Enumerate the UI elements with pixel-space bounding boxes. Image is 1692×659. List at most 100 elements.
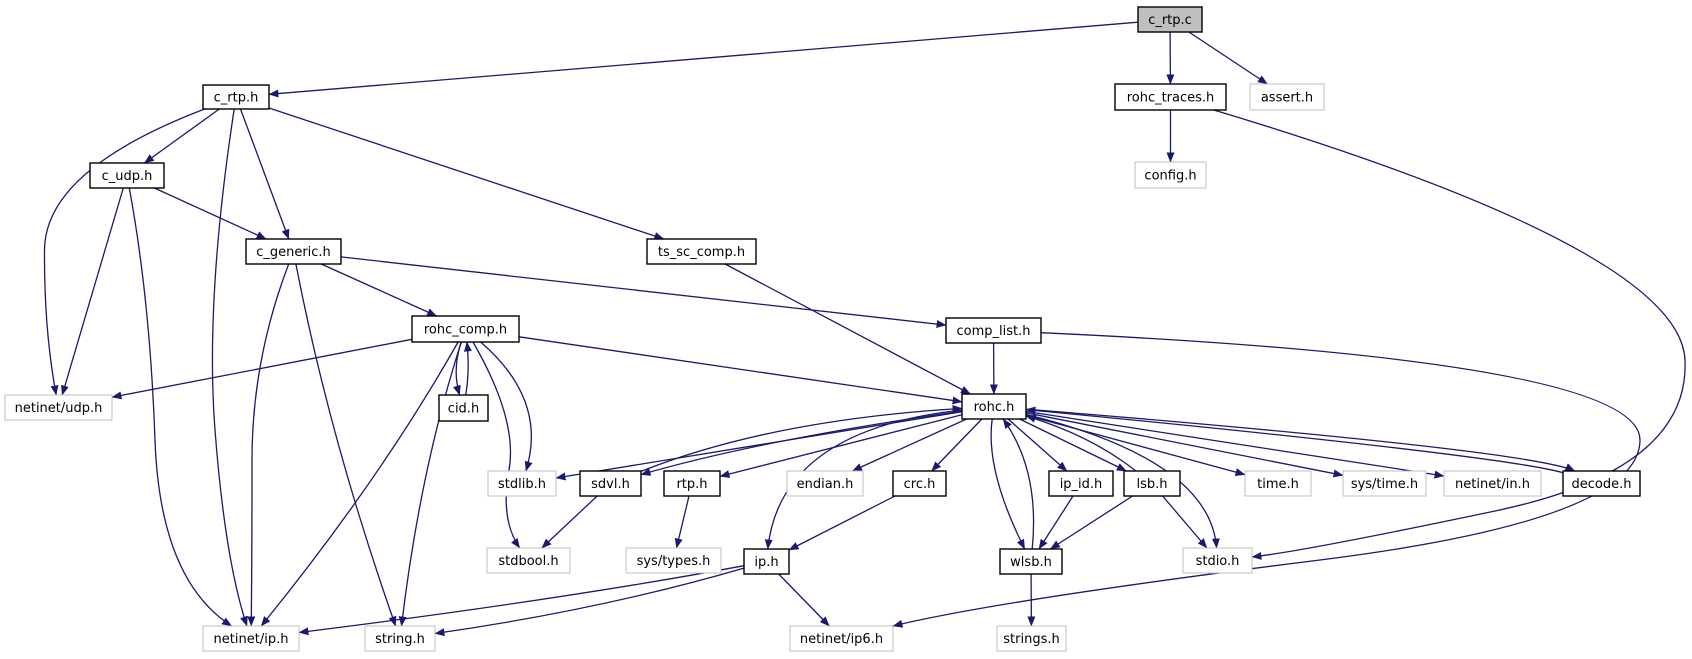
- node-label: c_udp.h: [102, 169, 153, 184]
- node-time-h: time.h: [1244, 470, 1312, 497]
- node-label: rtp.h: [676, 477, 707, 492]
- node-label: config.h: [1144, 169, 1196, 184]
- node-netinet-ip6-h: netinet/ip6.h: [789, 625, 894, 652]
- edge-lsb-h-to-rohc-h: [1025, 414, 1137, 472]
- node-netinet-ip-h: netinet/ip.h: [202, 625, 300, 652]
- node-rohc-traces-h[interactable]: rohc_traces.h: [1114, 83, 1227, 111]
- node-ip-id-h[interactable]: ip_id.h: [1048, 470, 1114, 497]
- node-label: comp_list.h: [957, 324, 1031, 339]
- node-label: cid.h: [448, 402, 479, 417]
- node-cid-h[interactable]: cid.h: [438, 394, 489, 422]
- node-decode-h[interactable]: decode.h: [1562, 470, 1641, 497]
- node-box: [1134, 161, 1207, 189]
- node-label: rohc_comp.h: [424, 323, 507, 338]
- node-label: ip_id.h: [1060, 477, 1103, 492]
- node-sys-time-h: sys/time.h: [1342, 470, 1427, 497]
- node-c-udp-h[interactable]: c_udp.h: [89, 162, 165, 189]
- node-label: stdbool.h: [498, 554, 558, 569]
- edge-rtp-h-to-sys-types-h: [674, 495, 690, 549]
- node-sdvl-h[interactable]: sdvl.h: [579, 470, 642, 497]
- node-box: [999, 548, 1063, 575]
- node-box: [487, 470, 557, 497]
- node-label: c_rtp.c: [1148, 13, 1192, 28]
- node-box: [486, 547, 571, 574]
- node-label: stdio.h: [1196, 554, 1240, 569]
- edge-rohc-comp-h-to-netinet-ip-h: [260, 341, 459, 627]
- edge-sdvl-h-to-stdbool-h: [541, 495, 598, 549]
- node-box: [4, 394, 113, 421]
- edge-c-generic-h-to-string-h: [295, 263, 397, 627]
- edge-rohc-comp-h-to-rohc-h: [518, 336, 963, 405]
- node-label: stdlib.h: [498, 477, 546, 492]
- node-label: netinet/in.h: [1455, 477, 1530, 492]
- node-box: [1137, 6, 1203, 33]
- node-box: [743, 548, 790, 575]
- edge-rohc-h-to-ip-id-h: [1007, 418, 1068, 472]
- edge-c-generic-h-to-netinet-ip-h: [247, 263, 290, 627]
- node-rohc-comp-h[interactable]: rohc_comp.h: [411, 315, 520, 343]
- node-c-rtp-c[interactable]: c_rtp.c: [1137, 6, 1203, 33]
- node-box: [1443, 470, 1542, 497]
- node-assert-h: assert.h: [1249, 83, 1325, 111]
- node-label: netinet/ip.h: [214, 632, 289, 647]
- edge-rohc-comp-h-to-stdbool-h: [472, 341, 521, 549]
- node-strings-h: strings.h: [996, 625, 1067, 652]
- edge-c-udp-h-to-netinet-ip-h: [128, 187, 233, 627]
- node-label: netinet/ip6.h: [800, 632, 883, 647]
- node-rohc-h[interactable]: rohc.h: [961, 393, 1027, 420]
- node-box: [1244, 470, 1312, 497]
- node-c-generic-h[interactable]: c_generic.h: [245, 238, 342, 265]
- node-box: [89, 162, 165, 189]
- edge-ip-h-to-netinet-ip6-h: [778, 573, 830, 627]
- edge-rohc-comp-h-to-netinet-udp-h: [111, 338, 413, 400]
- edge-rohc-h-to-sys-time-h: [1025, 412, 1344, 478]
- node-rtp-h[interactable]: rtp.h: [663, 470, 721, 497]
- node-label: sys/time.h: [1351, 477, 1418, 492]
- nodes-layer: c_rtp.c c_rtp.h rohc_traces.h assert.h confi…: [4, 6, 1641, 652]
- edge-c-udp-h-to-c-generic-h: [154, 187, 267, 240]
- node-c-rtp-h[interactable]: c_rtp.h: [202, 84, 270, 110]
- node-box: [663, 470, 721, 497]
- edge-c-rtp-h-to-c-udp-h: [143, 108, 220, 164]
- edge-rohc-h-to-stdlib-h: [555, 411, 963, 481]
- node-label: assert.h: [1261, 91, 1313, 106]
- node-label: crc.h: [904, 477, 936, 492]
- node-comp-list-h[interactable]: comp_list.h: [945, 317, 1042, 344]
- edge-rohc-h-to-decode-h: [1025, 408, 1576, 472]
- node-label: sdvl.h: [591, 477, 630, 492]
- node-box: [1249, 83, 1325, 111]
- node-lsb-h[interactable]: lsb.h: [1123, 470, 1181, 497]
- node-box: [786, 470, 864, 497]
- node-netinet-in-h: netinet/in.h: [1443, 470, 1542, 497]
- node-label: ip.h: [754, 555, 778, 570]
- node-label: ts_sc_comp.h: [658, 245, 745, 260]
- node-box: [411, 315, 520, 343]
- node-label: c_generic.h: [256, 245, 331, 260]
- node-box: [646, 238, 757, 265]
- node-label: endian.h: [797, 477, 854, 492]
- edge-lsb-h-to-stdio-h: [1162, 495, 1208, 549]
- node-label: string.h: [375, 632, 425, 647]
- node-box: [1182, 547, 1253, 574]
- node-netinet-udp-h: netinet/udp.h: [4, 394, 113, 421]
- edge-rohc-h-to-wlsb-h: [990, 418, 1026, 550]
- node-crc-h[interactable]: crc.h: [892, 470, 947, 497]
- edge-rohc-comp-h-to-stdlib-h: [480, 341, 533, 472]
- node-label: lsb.h: [1136, 477, 1167, 492]
- edge-c-rtp-c-to-assert-h: [1188, 31, 1268, 85]
- edge-rohc-h-to-crc-h: [931, 418, 983, 472]
- edge-c-rtp-h-to-ts-sc-comp-h: [268, 107, 665, 240]
- node-ts-sc-comp-h[interactable]: ts_sc_comp.h: [646, 238, 757, 265]
- node-ip-h[interactable]: ip.h: [743, 548, 790, 575]
- node-stdbool-h: stdbool.h: [486, 547, 571, 574]
- edge-c-generic-h-to-rohc-comp-h: [320, 263, 438, 317]
- node-box: [789, 625, 894, 652]
- node-box: [1342, 470, 1427, 497]
- node-box: [1114, 83, 1227, 111]
- edge-cid-h-to-rohc-comp-h: [463, 341, 472, 396]
- edge-c-udp-h-to-netinet-udp-h: [61, 187, 124, 396]
- node-box: [202, 84, 270, 110]
- node-wlsb-h[interactable]: wlsb.h: [999, 548, 1063, 575]
- node-box: [625, 547, 722, 574]
